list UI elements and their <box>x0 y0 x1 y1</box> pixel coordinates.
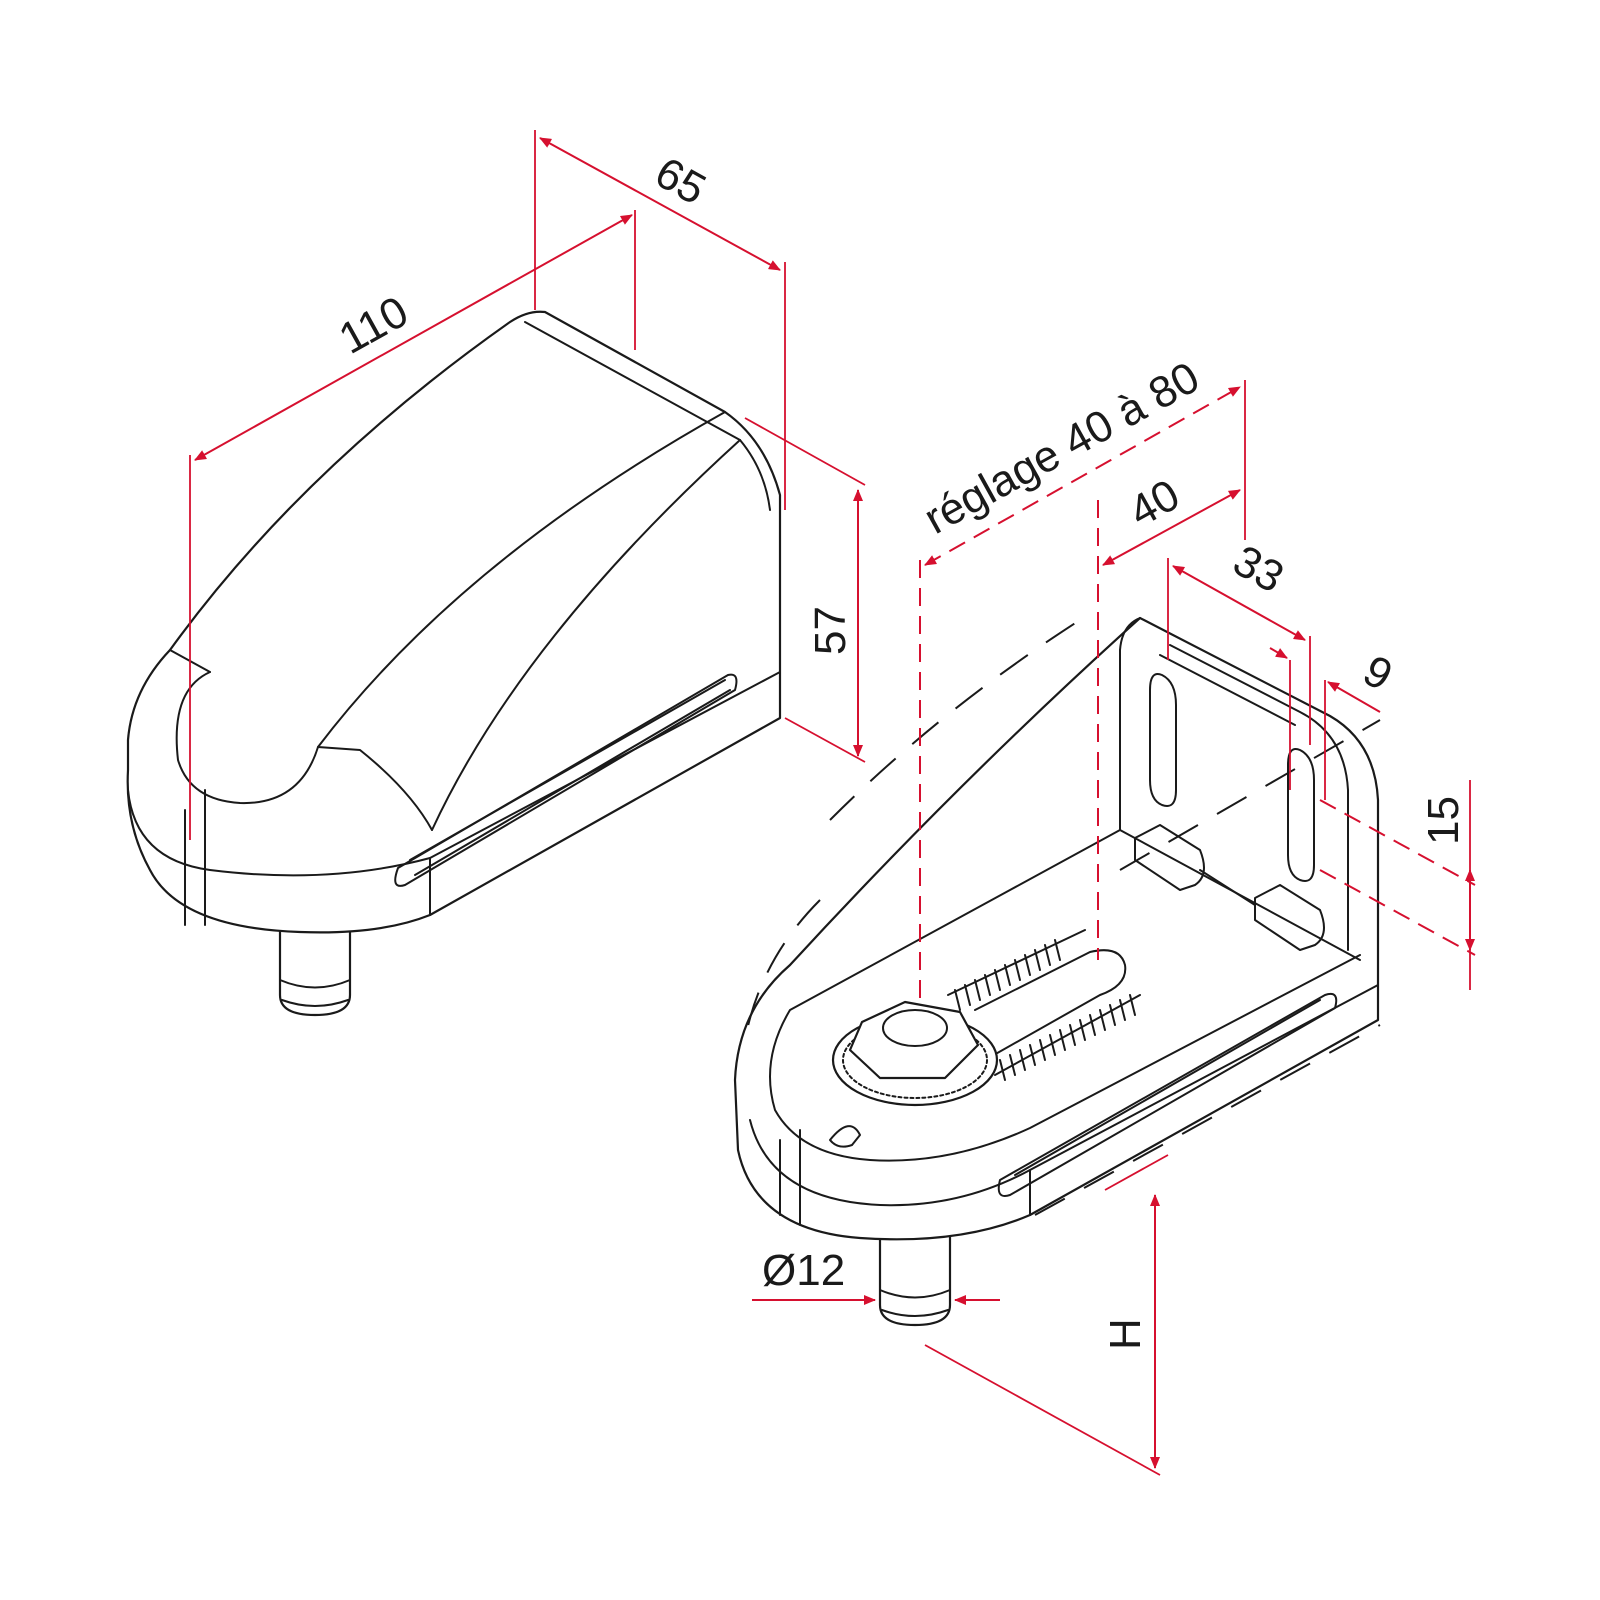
dim-40-line <box>1102 489 1241 566</box>
hidden-cover-outline <box>744 899 821 1041</box>
dim-110-label: 110 <box>331 287 416 364</box>
dim-15-label: 15 <box>1419 796 1468 845</box>
covered-hinge-body <box>126 310 782 1017</box>
dim-9-label: 9 <box>1355 646 1400 701</box>
hex-nut <box>848 1000 980 1080</box>
floor-slot <box>974 949 1127 1061</box>
dim-9-line <box>1327 681 1381 713</box>
adjustable-bracket <box>733 616 1381 1327</box>
wall-slot-upper <box>1149 673 1177 807</box>
dim-65-label: 65 <box>647 148 714 215</box>
serrations <box>954 939 1136 1081</box>
dim-57-label: 57 <box>806 606 855 655</box>
wall-slot-lower <box>1287 748 1315 882</box>
dim-reglage-line <box>924 386 1241 566</box>
dim-65-line <box>539 137 781 271</box>
dim-12-label: Ø12 <box>762 1246 845 1295</box>
dim-40-label: 40 <box>1121 470 1188 537</box>
dim-33-label: 33 <box>1225 536 1292 603</box>
cover-body <box>126 310 782 934</box>
dim-h-label: H <box>1101 1318 1150 1350</box>
base-plate <box>733 616 1380 1241</box>
dim-33-line <box>1172 565 1306 641</box>
